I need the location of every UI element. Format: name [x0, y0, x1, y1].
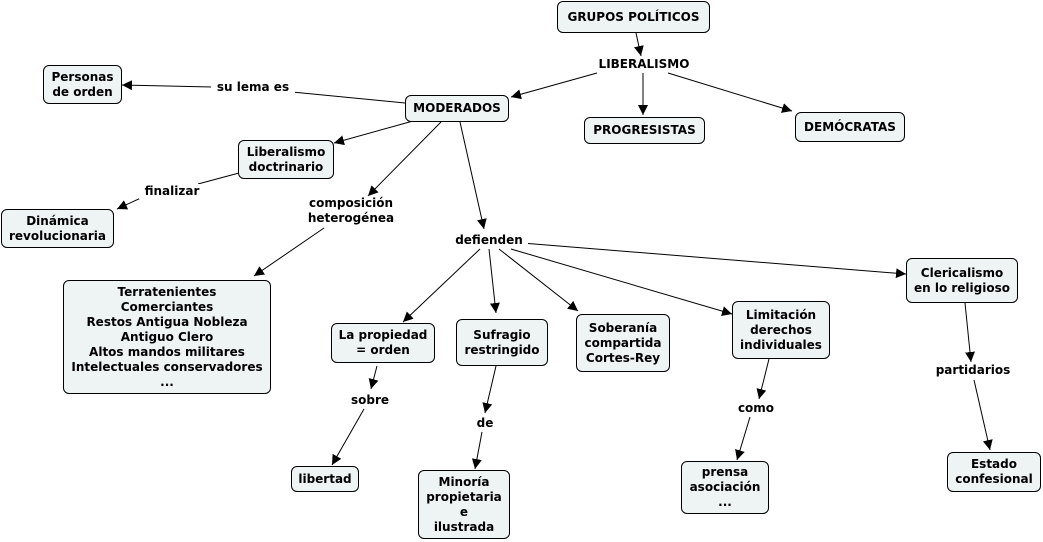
edge-clericalismo-partidarios — [964, 302, 975, 363]
node-limitacion-derechos[interactable]: Limitación derechos individuales — [732, 301, 830, 359]
node-sufragio-restringido[interactable]: Sufragio restringido — [456, 319, 548, 366]
link-como: como — [731, 401, 781, 416]
edge-sulema-personas — [121, 80, 213, 91]
edge-defienden-propiedad — [402, 248, 481, 323]
node-propiedad-orden[interactable]: La propiedad = orden — [331, 323, 435, 363]
node-clericalismo[interactable]: Clericalismo en lo religioso — [906, 258, 1018, 303]
edge-sobre-libertad — [331, 408, 365, 466]
edge-composicion-grupos — [253, 227, 325, 277]
edge-partidarios-estado — [973, 379, 993, 451]
node-liberalismo-doctrinario[interactable]: Liberalismo doctrinario — [238, 140, 334, 179]
node-grupos-politicos[interactable]: GRUPOS POLÍTICOS — [557, 1, 710, 33]
node-democratas[interactable]: DEMÓCRATAS — [795, 112, 905, 142]
edge-liberalismo-moderados — [510, 72, 598, 100]
node-minoria-propietaria[interactable]: Minoría propietaria e ilustrada — [418, 470, 510, 539]
edge-como-prensa — [735, 416, 751, 461]
edge-moderados-sulema — [291, 91, 406, 104]
edge-defienden-sufragio — [488, 248, 500, 314]
edge-propiedad-sobre — [368, 365, 379, 390]
link-sobre: sobre — [344, 393, 396, 408]
link-composicion-heterogenea: composición heterogénea — [301, 196, 401, 226]
node-prensa-asociacion[interactable]: prensa asociación ... — [681, 461, 769, 514]
edge-doctrinario-finalizar — [197, 172, 240, 185]
edge-moderados-defienden — [459, 121, 487, 230]
node-personas-de-orden[interactable]: Personas de orden — [43, 65, 122, 104]
edge-moderados-composicion — [367, 121, 442, 197]
edge-sufragio-de — [482, 365, 497, 414]
edge-liberalismo-democratas — [667, 72, 793, 113]
node-moderados[interactable]: MODERADOS — [405, 95, 509, 122]
edge-moderados-doctrinario — [333, 120, 414, 146]
node-soberania-compartida[interactable]: Soberanía compartida Cortes-Rey — [576, 314, 670, 372]
edge-grupos-liberalismo — [633, 32, 644, 57]
link-partidarios: partidarios — [928, 363, 1018, 378]
node-estado-confesional[interactable]: Estado confesional — [947, 452, 1041, 492]
edge-finalizar-dinamica — [116, 196, 144, 210]
link-finalizar: finalizar — [139, 184, 205, 199]
link-defienden: defienden — [450, 233, 528, 248]
link-de: de — [470, 416, 500, 431]
edge-defienden-limitacion — [510, 248, 733, 316]
link-su-lema-es: su lema es — [211, 80, 295, 95]
edge-de-minoria — [471, 431, 483, 470]
node-liberalismo[interactable]: LIBERALISMO — [592, 57, 696, 72]
node-grupos-sociales[interactable]: Terratenientes Comerciantes Restos Antig… — [63, 280, 271, 394]
node-dinamica-revolucionaria[interactable]: Dinámica revolucionaria — [1, 209, 114, 248]
edge-defienden-clericalismo — [521, 242, 907, 279]
node-progresistas[interactable]: PROGRESISTAS — [584, 117, 705, 144]
edge-limitacion-como — [756, 358, 770, 400]
edge-defienden-soberania — [498, 248, 579, 312]
node-libertad[interactable]: libertad — [291, 466, 359, 492]
